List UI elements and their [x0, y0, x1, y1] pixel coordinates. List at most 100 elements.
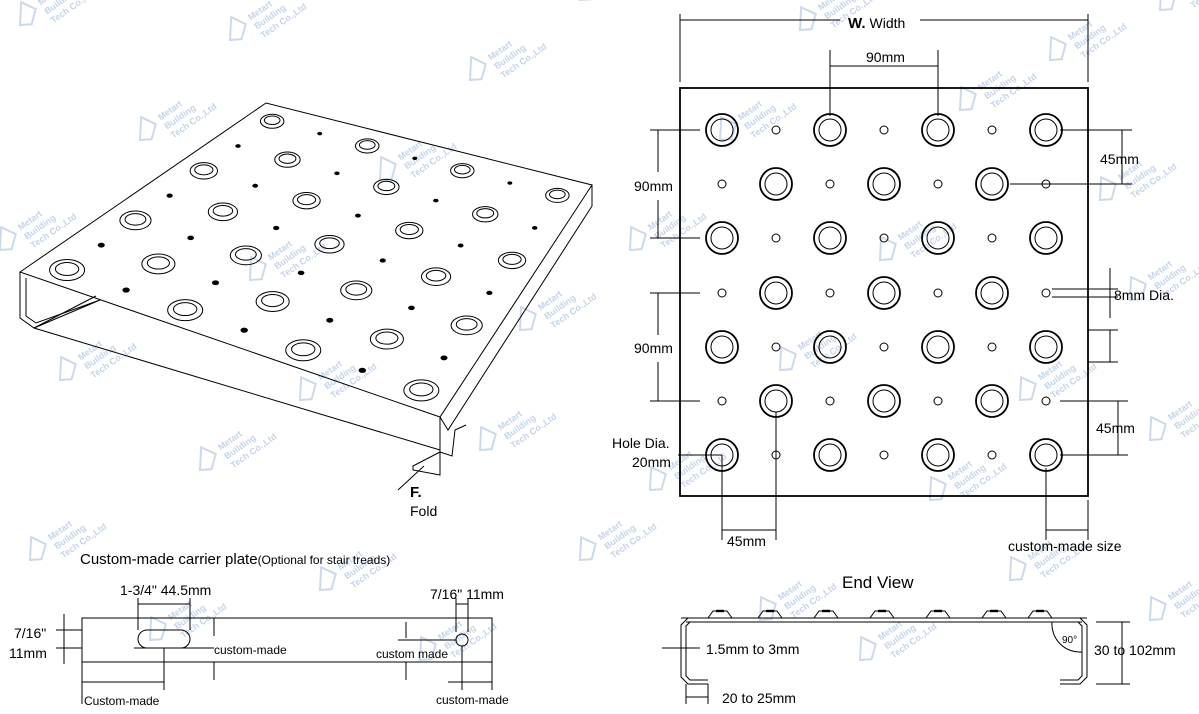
persp-large-hole-inner: [425, 269, 447, 282]
persp-small-hole: [326, 317, 334, 323]
small-hole: [771, 125, 781, 135]
persp-large-hole-inner: [263, 115, 281, 126]
persp-large-hole-inner: [234, 248, 257, 261]
large-hole-inner: [926, 443, 950, 467]
perspective-view: F. Fold: [18, 102, 593, 519]
persp-large-hole-inner: [377, 180, 396, 192]
persp-small-hole: [379, 258, 386, 263]
persp-large-hole-inner: [453, 164, 471, 175]
right-upper-offset-label: 45mm: [1100, 151, 1139, 167]
persp-small-hole: [355, 213, 361, 218]
small-hole: [771, 233, 781, 243]
persp-large-hole-inner: [399, 224, 419, 236]
watermark-text: Tech Co.,Ltd: [1189, 0, 1199, 10]
small-hole: [1041, 288, 1051, 298]
persp-large-hole-inner: [278, 153, 297, 164]
persp-small-hole: [235, 144, 241, 148]
watermark-logo: [778, 345, 797, 372]
watermark-logo: [248, 255, 267, 282]
persp-small-hole: [252, 183, 259, 188]
end-view-bumps: [707, 609, 1053, 619]
watermark-logo: [198, 445, 217, 472]
persp-large-hole-outer: [420, 267, 452, 286]
persp-small-hole: [297, 270, 305, 276]
watermark-logo: [148, 615, 167, 642]
persp-small-hole: [97, 242, 105, 248]
persp-large-hole-outer: [255, 291, 290, 312]
watermark-logo: [1128, 275, 1147, 302]
persp-large-hole-outer: [207, 202, 239, 222]
persp-small-hole: [433, 198, 439, 203]
persp-large-hole-outer: [472, 206, 499, 223]
small-hole: [1041, 396, 1051, 406]
large-hole-outer: [867, 167, 901, 201]
watermark-logo: [228, 15, 247, 42]
watermark-logo: [468, 55, 487, 82]
persp-large-hole-outer: [49, 258, 86, 281]
large-hole-inner: [872, 172, 896, 196]
large-hole-inner: [710, 226, 734, 250]
watermark-logo: [578, 0, 597, 2]
persp-large-hole-inner: [124, 213, 147, 226]
small-hole: [717, 396, 727, 406]
large-hole-outer: [921, 330, 955, 364]
watermark-logo: [418, 635, 437, 662]
persp-large-hole-outer: [229, 245, 262, 266]
persp-large-hole-inner: [345, 283, 368, 296]
watermark-logo: [518, 305, 537, 332]
persp-large-hole-inner: [549, 189, 566, 200]
watermark-logo: [298, 375, 317, 402]
perspective-holes: [49, 113, 570, 402]
persp-large-hole-outer: [497, 251, 527, 270]
plank-right-edge: [439, 185, 593, 431]
watermark-logo: [1158, 0, 1177, 12]
bottom-left-label: Custom-made: [84, 694, 160, 708]
small-hole: [933, 288, 943, 298]
end-view-title: End View: [842, 573, 914, 592]
watermark-logo: [958, 85, 977, 112]
large-hole-inner: [764, 389, 788, 413]
watermark-logo: [758, 595, 777, 622]
plank-front-edge: [19, 272, 441, 451]
small-hole: [717, 288, 727, 298]
large-hole-outer: [867, 384, 901, 418]
persp-large-hole-outer: [450, 163, 475, 179]
large-hole-inner: [818, 118, 842, 142]
carrier-plate: Custom-made carrier plate(Optional for s…: [9, 551, 509, 708]
fold-leader: [397, 465, 425, 491]
large-hole-inner: [764, 281, 788, 305]
large-hole-inner: [710, 335, 734, 359]
persp-large-hole-outer: [292, 191, 321, 210]
watermark-logo: [1018, 375, 1037, 402]
large-hole-inner: [926, 335, 950, 359]
small-hole: [879, 342, 889, 352]
right-lower-offset-label: 45mm: [1096, 420, 1135, 436]
large-hole-inner: [1034, 118, 1058, 142]
large-hole-outer: [1029, 221, 1063, 255]
bottom-right-label: custom-made: [436, 693, 509, 707]
width-label: W.Width: [848, 15, 905, 32]
persp-small-hole: [240, 327, 248, 333]
watermark-logo: [58, 355, 77, 382]
angle-arc: [1051, 621, 1083, 653]
persp-large-hole-outer: [340, 280, 373, 301]
large-hole-inner: [872, 389, 896, 413]
left-height-label: 7/16": [14, 625, 46, 641]
persp-large-hole-inner: [319, 237, 340, 250]
watermark-logo: [878, 235, 897, 262]
watermark-logo: [648, 465, 667, 492]
small-hole: [987, 233, 997, 243]
